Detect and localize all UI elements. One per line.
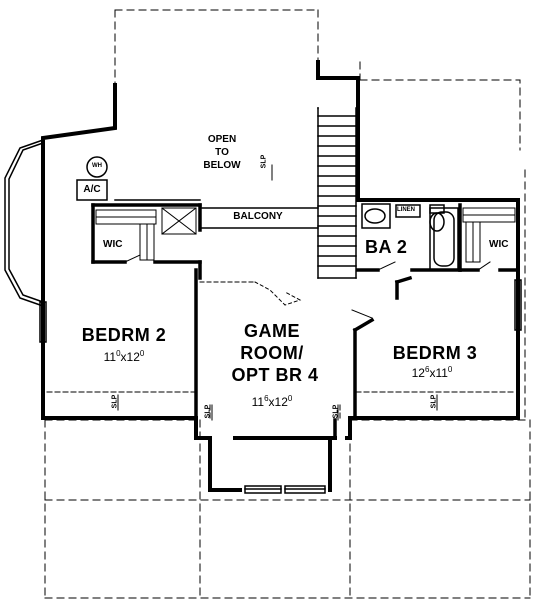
stairs <box>317 107 357 279</box>
bay-window-left <box>4 139 44 307</box>
slope-label-open: SLP <box>260 154 268 169</box>
bath-fixtures <box>361 203 459 271</box>
exterior-walls <box>41 60 520 492</box>
wic-right-shelves <box>462 207 516 263</box>
slope-label-bedroom-2: SLP <box>111 394 119 409</box>
game-room-label-line2: ROOM/ <box>240 343 304 363</box>
bedroom-3-label: BEDRM 3 <box>392 343 478 363</box>
slope-label-game-right: SLP <box>332 404 340 419</box>
bath-2-label: BA 2 <box>365 237 408 257</box>
wic-left-shelves <box>95 207 197 261</box>
bedroom-2-dimensions: 110x120 <box>103 349 145 364</box>
slope-label-game-left: SLP <box>204 404 212 419</box>
attic-lines <box>46 391 517 421</box>
linen-label: LINEN <box>397 207 415 213</box>
balcony-label: BALCONY <box>233 211 283 222</box>
doors <box>124 254 491 319</box>
windows <box>39 279 522 494</box>
slope-label-bedroom-3: SLP <box>430 394 438 409</box>
ac-label: A/C <box>83 184 101 195</box>
mechanical <box>76 156 108 201</box>
open-to-below-line1: OPEN <box>207 134 237 145</box>
roof-outline <box>44 9 531 599</box>
game-room-label-line3: OPT BR 4 <box>231 365 319 385</box>
wic-right-label: WIC <box>489 239 509 250</box>
balcony-rail <box>114 199 319 229</box>
slope-arrows <box>117 164 438 421</box>
game-room-label-line1: GAME <box>244 321 300 341</box>
game-room-dimensions: 116x120 <box>251 394 293 409</box>
interior-walls <box>91 203 520 440</box>
bedroom-2-label: BEDRM 2 <box>81 325 167 345</box>
open-to-below-line2: TO <box>215 147 229 158</box>
open-to-below-line3: BELOW <box>203 160 241 171</box>
bedroom-3-dimensions: 126x110 <box>411 365 453 380</box>
water-heater-label: WH <box>92 163 102 169</box>
wic-left-label: WIC <box>103 239 123 250</box>
